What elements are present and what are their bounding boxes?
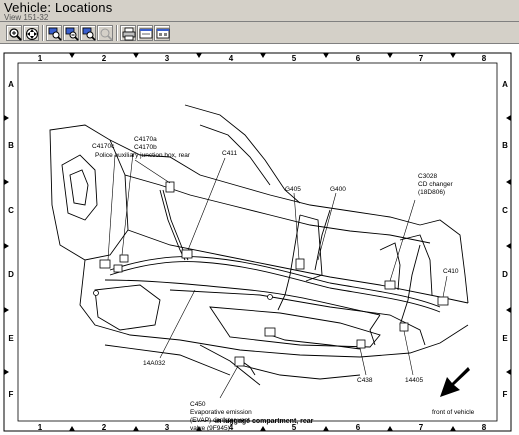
grid-row-b-right: B bbox=[502, 141, 508, 150]
label-c3028: C3028 bbox=[418, 173, 438, 180]
label-c4170b: C4170b bbox=[134, 144, 157, 151]
grid-row-f-right: F bbox=[503, 390, 508, 399]
grid-col-6: 6 bbox=[356, 54, 361, 63]
disabled-zoom-button[interactable] bbox=[97, 25, 113, 41]
grid-row-c: C bbox=[8, 206, 14, 215]
grid-col-1: 1 bbox=[38, 54, 43, 63]
window-title: Vehicle: Locations bbox=[4, 0, 113, 15]
grid-col-8-bottom: 8 bbox=[482, 423, 487, 432]
label-c4170c: C4170c bbox=[92, 143, 115, 150]
copy-icon bbox=[139, 28, 153, 39]
grid-col-8: 8 bbox=[482, 54, 487, 63]
print-button[interactable] bbox=[120, 25, 136, 41]
grid-col-5: 5 bbox=[292, 54, 297, 63]
label-14405: 14405 bbox=[405, 377, 423, 384]
grid-row-b: B bbox=[8, 141, 14, 150]
label-cd-changer: CD changer bbox=[418, 181, 454, 188]
grid-tick-markers bbox=[4, 53, 511, 431]
copy-button[interactable] bbox=[137, 25, 153, 41]
toolbar bbox=[0, 22, 519, 44]
grid-row-e: E bbox=[8, 334, 14, 343]
label-front-of-vehicle: front of vehicle bbox=[432, 409, 475, 416]
grid-col-1-bottom: 1 bbox=[38, 423, 43, 432]
label-evap-2: (EVAP) canister vent bbox=[190, 417, 250, 424]
label-c411: C411 bbox=[222, 150, 237, 157]
grid-col-2: 2 bbox=[102, 54, 107, 63]
label-c410: C410 bbox=[443, 268, 459, 275]
grid-col-5-bottom: 5 bbox=[292, 423, 297, 432]
four-way-arrow-icon bbox=[26, 28, 38, 40]
pan-button[interactable] bbox=[23, 25, 39, 41]
zoom-window-button[interactable] bbox=[46, 25, 62, 41]
label-c450: C450 bbox=[190, 401, 206, 408]
window-icon bbox=[156, 28, 170, 39]
diagram-caption: in luggage compartment, rear bbox=[215, 418, 314, 425]
front-arrow-icon bbox=[440, 367, 470, 397]
grid-col-3-bottom: 3 bbox=[165, 423, 170, 432]
label-police-box: Police auxiliary junction box, rear bbox=[95, 152, 191, 159]
toolbar-separator bbox=[42, 25, 44, 41]
view-button[interactable] bbox=[154, 25, 170, 41]
zoom-out-button[interactable] bbox=[80, 25, 96, 41]
grid-row-e-right: E bbox=[502, 334, 508, 343]
grid-col-3: 3 bbox=[165, 54, 170, 63]
magnifier-fit-icon bbox=[65, 27, 79, 41]
wire-harness bbox=[104, 189, 441, 376]
vehicle-body-outline bbox=[49, 104, 469, 386]
label-c438: C438 bbox=[357, 377, 373, 384]
wiring-location-diagram: 1 2 3 4 5 6 7 8 1 2 3 4 5 6 7 8 A B C D … bbox=[3, 52, 512, 432]
label-c4170a: C4170a bbox=[134, 136, 157, 143]
grid-col-4: 4 bbox=[229, 54, 234, 63]
grid-row-d-right: D bbox=[502, 270, 508, 279]
connectors bbox=[93, 181, 449, 367]
label-g400: G400 bbox=[330, 186, 346, 193]
leader-lines bbox=[107, 152, 448, 399]
diagram-frame bbox=[3, 52, 512, 432]
toolbar-separator bbox=[116, 25, 118, 41]
grid-col-2-bottom: 2 bbox=[102, 423, 107, 432]
diagram-viewer[interactable]: 1 2 3 4 5 6 7 8 1 2 3 4 5 6 7 8 A B C D … bbox=[0, 45, 519, 435]
printer-icon bbox=[122, 27, 136, 41]
magnifier-disabled-icon bbox=[100, 28, 113, 41]
grid-col-7-bottom: 7 bbox=[419, 423, 424, 432]
title-bar: Vehicle: Locations View 151-32 bbox=[0, 0, 519, 22]
zoom-in-button[interactable] bbox=[6, 25, 22, 41]
grid-row-a-right: A bbox=[502, 80, 508, 89]
grid-row-c-right: C bbox=[502, 206, 508, 215]
grid-col-7: 7 bbox=[419, 54, 424, 63]
grid-col-4-bottom: 4 bbox=[229, 423, 234, 432]
grid-col-6-bottom: 6 bbox=[356, 423, 361, 432]
label-evap-3: valve (9F945) bbox=[190, 425, 230, 432]
grid-row-f: F bbox=[9, 390, 14, 399]
label-14a032: 14A032 bbox=[143, 360, 166, 367]
magnifier-window-icon bbox=[48, 27, 62, 41]
zoom-fit-button[interactable] bbox=[63, 25, 79, 41]
grid-row-d: D bbox=[8, 270, 14, 279]
magnifier-plus-icon bbox=[9, 28, 22, 41]
label-evap-1: Evaporative emission bbox=[190, 409, 252, 416]
magnifier-minus-icon bbox=[82, 27, 96, 41]
label-g405: G405 bbox=[285, 186, 301, 193]
diagram-inner-frame bbox=[17, 62, 498, 422]
grid-row-a: A bbox=[8, 80, 14, 89]
label-cd-part: (18D806) bbox=[418, 189, 445, 196]
window-subtitle: View 151-32 bbox=[4, 13, 49, 22]
